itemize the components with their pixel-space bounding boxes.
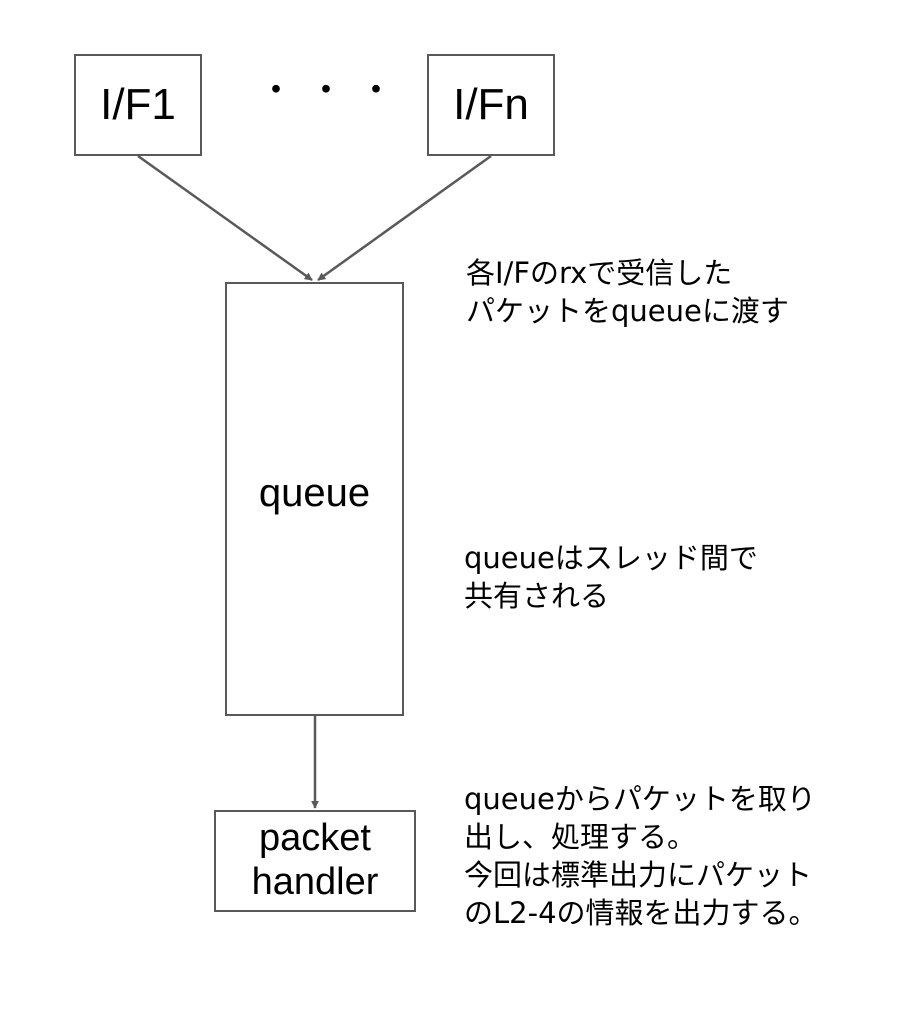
- annotation-receive-line-1: 各I/Fのrxで受信した: [466, 256, 733, 290]
- annotation-packet-handler-line-3: 今回は標準出力にパケット: [464, 858, 813, 892]
- interface-1-label: I/F1: [100, 80, 176, 129]
- packet-handler-box: packet handler: [214, 810, 416, 912]
- annotation-receive-line-2: パケットをqueueに渡す: [466, 294, 789, 328]
- packet-handler-label: packet handler: [252, 817, 379, 904]
- packet-handler-label-line-2: handler: [251, 861, 379, 903]
- interface-n-label: I/Fn: [453, 80, 529, 129]
- annotation-packet-handler-line-4: のL2-4の情報を出力する。: [464, 896, 818, 930]
- arrow-ifn-to-queue: [317, 154, 492, 282]
- interface-1-box: I/F1: [74, 54, 202, 156]
- interface-ellipsis: ・・・: [258, 69, 409, 110]
- annotation-receive: 各I/Fのrxで受信した パケットをqueueに渡す: [466, 254, 789, 330]
- annotation-shared-queue-line-2: 共有される: [464, 579, 610, 613]
- annotation-shared-queue: queueはスレッド間で 共有される: [464, 539, 758, 615]
- annotation-packet-handler: queueからパケットを取り 出し、処理する。 今回は標準出力にパケット のL2…: [464, 780, 818, 932]
- annotation-shared-queue-line-1: queueはスレッド間で: [464, 541, 758, 575]
- packet-handler-label-line-1: packet: [259, 817, 371, 860]
- queue-box: queue: [225, 282, 404, 716]
- queue-label: queue: [258, 470, 371, 515]
- arrow-if1-to-queue: [137, 154, 313, 282]
- annotation-packet-handler-line-1: queueからパケットを取り: [464, 782, 816, 816]
- interface-n-box: I/Fn: [427, 54, 555, 156]
- annotation-packet-handler-line-2: 出し、処理する。: [464, 820, 697, 854]
